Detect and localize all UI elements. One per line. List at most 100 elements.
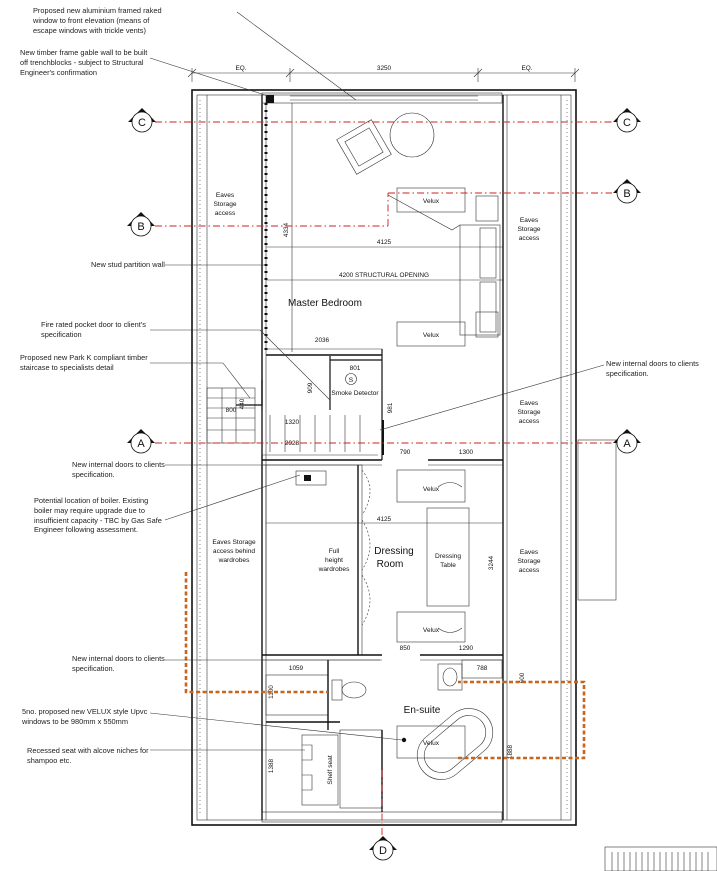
section-marker-b-right: B <box>613 179 641 204</box>
velux-window <box>396 187 466 213</box>
note-internal-doors-1: New internal doors to clients specificat… <box>72 460 165 479</box>
title-block-hatch <box>604 846 717 871</box>
eaves-wardrobe-label: Eaves Storage <box>212 539 256 546</box>
section-label: D <box>379 845 387 857</box>
dim-2036: 2036 <box>315 337 330 344</box>
section-label: C <box>623 117 631 129</box>
dim-2928: 2928 <box>285 440 300 447</box>
dim-eq-left: EQ. <box>235 65 246 72</box>
smoke-detector-label: Smoke Detector <box>331 390 379 397</box>
dressing-table-label-1: Dressing <box>435 553 461 560</box>
dim-800: 800 <box>226 407 237 414</box>
dim-788: 788 <box>477 665 488 672</box>
wardrobes-label-1: Full <box>329 548 340 555</box>
master-bedroom: Velux Velux 4200 STRUCTURAL OPENING 4125… <box>266 103 503 356</box>
dressing-table-label-2: Table <box>440 562 456 569</box>
section-label: A <box>137 438 145 450</box>
shower-tray-icon <box>339 729 383 809</box>
dim-981: 981 <box>387 402 394 413</box>
velux-window <box>396 725 466 759</box>
dim-4334: 4334 <box>283 222 290 237</box>
dim-1290: 1290 <box>459 645 474 652</box>
dim-850: 850 <box>400 645 411 652</box>
dim-1888: 1888 <box>507 744 514 759</box>
eaves-label: access <box>215 210 236 217</box>
toilet-icon <box>331 679 367 701</box>
dim-structural-opening: 4200 STRUCTURAL OPENING <box>339 272 429 279</box>
velux-label: Velux <box>423 740 440 747</box>
note-gable-wall: New timber frame gable wall to be built … <box>20 48 148 77</box>
dim-4125-mid: 4125 <box>377 516 392 523</box>
section-marker-b-left: B <box>127 212 155 237</box>
dim-1320: 1320 <box>285 419 300 426</box>
outer-walls <box>191 89 617 826</box>
section-label: C <box>138 117 146 129</box>
section-label: B <box>623 188 630 200</box>
dressing-table-icon <box>426 507 470 607</box>
eaves-label: access <box>519 235 540 242</box>
eaves-label: access <box>519 418 540 425</box>
side-table-icon <box>389 112 435 158</box>
leader-lines <box>149 11 605 751</box>
dim-801: 801 <box>350 365 361 372</box>
note-staircase: Proposed new Park K compliant timber sta… <box>20 353 148 372</box>
section-marker-d: D <box>369 836 397 861</box>
room-ensuite: En-suite <box>404 705 441 716</box>
eaves-labels: Eaves Storage access Eaves Storage acces… <box>212 192 541 574</box>
dim-3244: 3244 <box>488 555 495 570</box>
landing-partition: 801 S Smoke Detector 981 <box>329 349 394 460</box>
note-internal-doors-2: New internal doors to clients specificat… <box>72 654 165 673</box>
eaves-label: Storage <box>213 201 236 208</box>
note-stud-partition: New stud partition wall <box>91 260 165 269</box>
room-dressing-1: Dressing <box>374 546 413 557</box>
dim-eq-right: EQ. <box>521 65 532 72</box>
section-lines <box>155 121 612 835</box>
velux-label: Velux <box>423 627 440 634</box>
room-master-bedroom: Master Bedroom <box>288 298 362 309</box>
shelf-seat-icon <box>301 734 339 806</box>
dim-1388: 1388 <box>268 758 275 773</box>
velux-label: Velux <box>423 332 440 339</box>
room-dressing-2: Room <box>377 559 404 570</box>
dim-440: 440 <box>239 398 246 409</box>
note-window: Proposed new aluminium framed raked wind… <box>33 6 162 35</box>
boiler-icon <box>295 470 327 486</box>
section-label: A <box>623 438 631 450</box>
wardrobes-label-3: wardrobes <box>318 566 350 573</box>
bed-icon <box>387 194 501 338</box>
eaves-label: Eaves <box>520 400 539 407</box>
dim-600: 600 <box>519 672 526 683</box>
velux-label: Velux <box>423 486 440 493</box>
armchair-icon <box>336 119 392 175</box>
smoke-detector-icon <box>345 373 357 385</box>
note-boiler: Potential location of boiler. Existing b… <box>34 496 162 535</box>
dim-790: 790 <box>400 449 411 456</box>
eaves-label: access <box>519 567 540 574</box>
eaves-hatch <box>199 100 568 815</box>
note-velux: 5no. proposed new VELUX style Upvc windo… <box>22 707 148 726</box>
eaves-wardrobe-label: wardrobes <box>218 557 250 564</box>
dim-1300: 1300 <box>459 449 474 456</box>
section-marker-c-left: C <box>128 108 156 133</box>
shelf-seat-label: Shelf seat <box>327 755 334 784</box>
dim-909: 909 <box>307 382 314 393</box>
dim-overall: 3250 <box>377 65 392 72</box>
dashed-outline <box>184 572 586 760</box>
section-marker-c-right: C <box>613 108 641 133</box>
dim-1059: 1059 <box>289 665 304 672</box>
eaves-label: Storage <box>517 558 540 565</box>
eaves-label: Storage <box>517 226 540 233</box>
eaves-label: Storage <box>517 409 540 416</box>
dim-4125-top: 4125 <box>377 239 392 246</box>
section-label: B <box>137 221 144 233</box>
eaves-label: Eaves <box>520 217 539 224</box>
wardrobes-label-2: height <box>325 557 343 564</box>
note-pocket-door: Fire rated pocket door to client's speci… <box>41 320 146 339</box>
velux-window <box>396 321 466 347</box>
velux-window <box>396 469 466 503</box>
smoke-detector-symbol: S <box>349 377 354 384</box>
section-marker-a-right: A <box>613 429 641 454</box>
staircase: 800 440 1320 2928 909 <box>206 380 378 456</box>
basin-icon <box>437 663 463 691</box>
